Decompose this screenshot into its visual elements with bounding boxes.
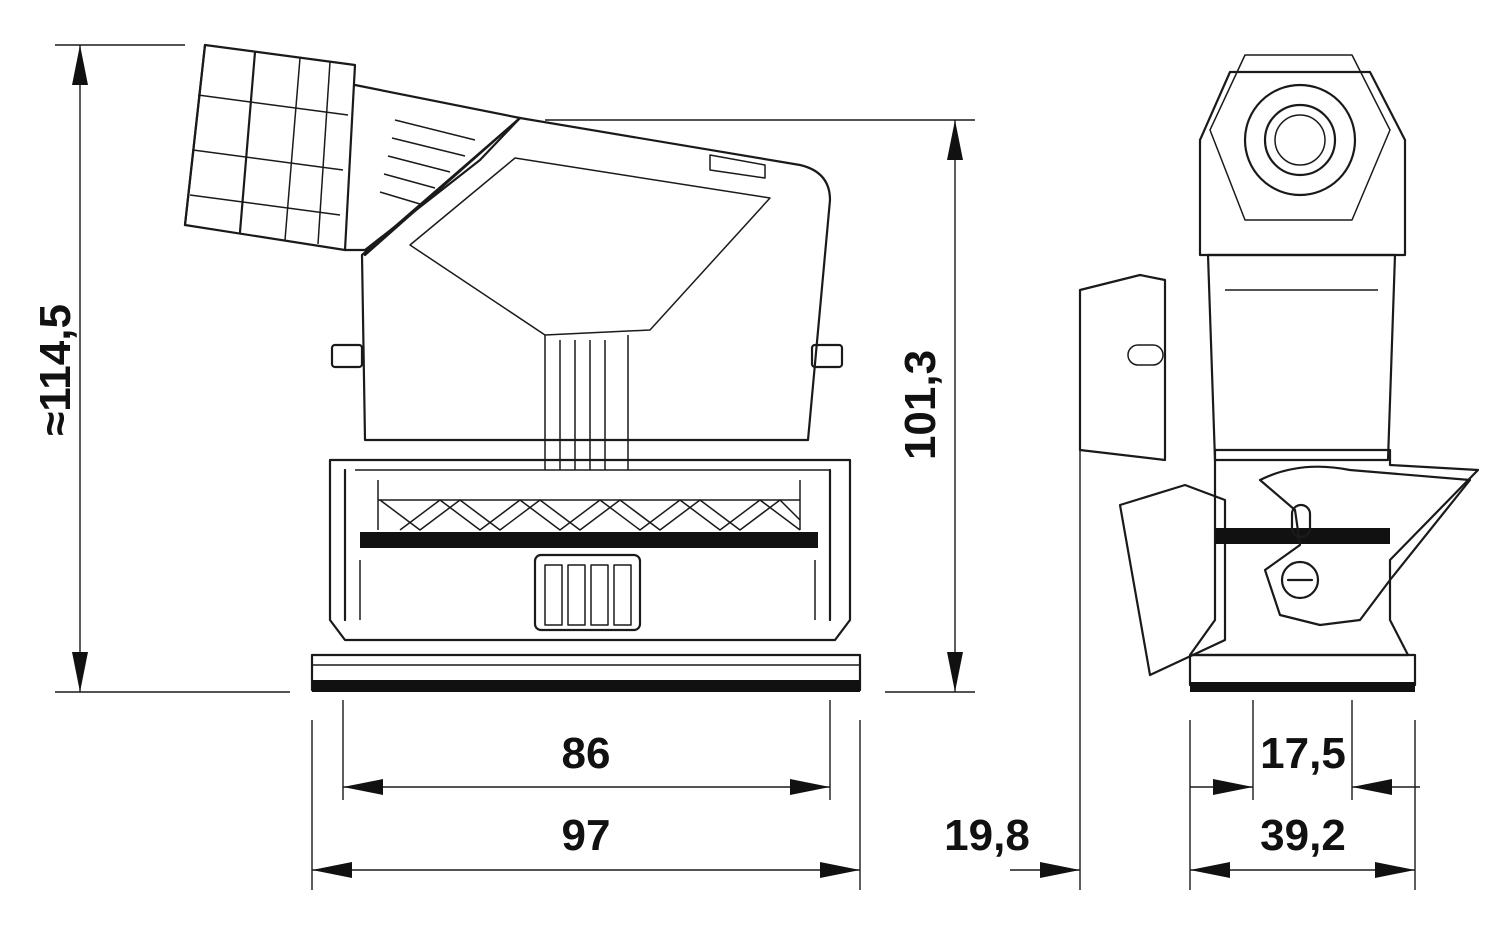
side-housing: [1188, 448, 1480, 657]
dim-body-height: 101,3: [896, 350, 945, 460]
dim-outer-width: 97: [562, 811, 611, 860]
dim-side-outer: 39,2: [1260, 811, 1346, 860]
side-lever: [1078, 273, 1227, 677]
side-cable-gland: [1198, 54, 1407, 257]
dim-side-offset: 19,8: [944, 811, 1030, 860]
side-base: [1188, 653, 1417, 692]
dim-inner-width: 86: [562, 729, 611, 778]
hood-body: [330, 116, 844, 470]
side-hood: [1206, 253, 1397, 462]
mounting-base: [310, 653, 862, 692]
side-view: [1078, 54, 1480, 692]
housing-frame: [328, 458, 852, 642]
dim-side-inner: 17,5: [1260, 729, 1346, 778]
dimension-lines: [55, 44, 1420, 890]
front-view: [183, 43, 862, 692]
cable-gland: [183, 43, 522, 252]
dim-overall-height: ≈114,5: [31, 304, 80, 436]
